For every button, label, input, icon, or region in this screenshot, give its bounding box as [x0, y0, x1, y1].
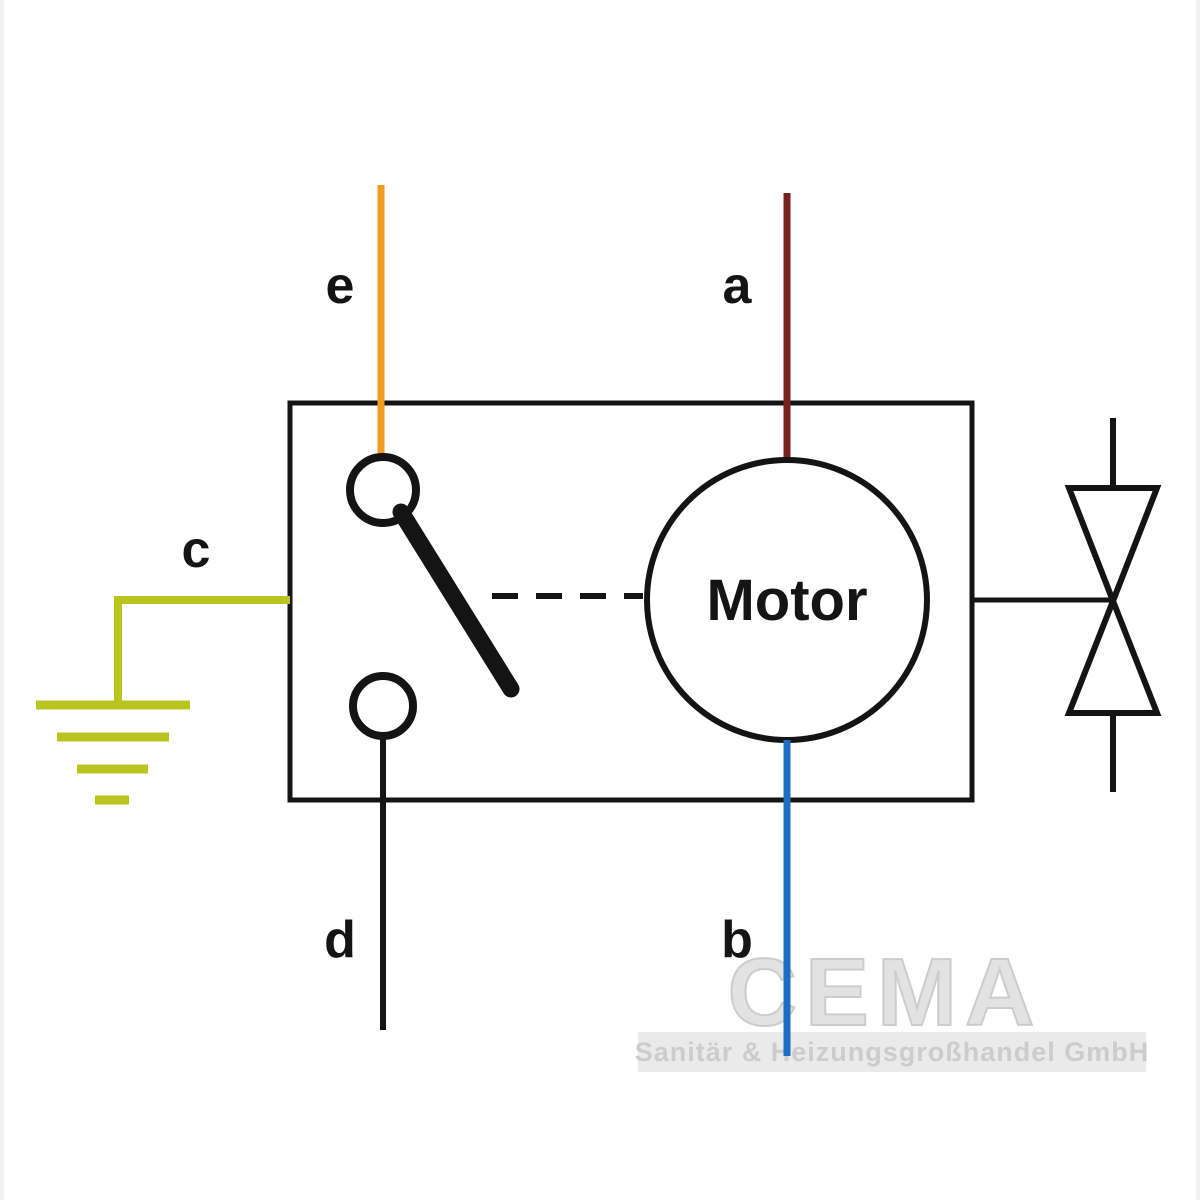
- right-edge-shade: [1196, 0, 1200, 1200]
- left-edge-shade: [0, 0, 4, 1200]
- terminal-label-d: d: [324, 911, 356, 969]
- watermark: CEMA Sanitär & Heizungsgroßhandel GmbH: [635, 938, 1150, 1072]
- wire-c: [114, 596, 290, 705]
- terminal-label-e: e: [326, 257, 355, 315]
- watermark-brand-text: CEMA: [728, 939, 1043, 1046]
- switch-contact-bottom: [349, 672, 417, 740]
- terminal-label-c: c: [182, 521, 211, 579]
- watermark-subtitle-text: Sanitär & Heizungsgroßhandel GmbH: [635, 1037, 1150, 1067]
- valve-triangle-bottom: [1064, 592, 1162, 716]
- switch-lever: [392, 503, 520, 698]
- ground-symbol-icon: [36, 700, 190, 805]
- terminal-label-a: a: [723, 257, 753, 315]
- terminal-label-b: b: [721, 911, 753, 969]
- valve-icon: [1064, 418, 1162, 792]
- motor-label: Motor: [706, 568, 867, 633]
- watermark-subtitle-band: [638, 1032, 1146, 1072]
- valve-triangle-top: [1064, 485, 1162, 610]
